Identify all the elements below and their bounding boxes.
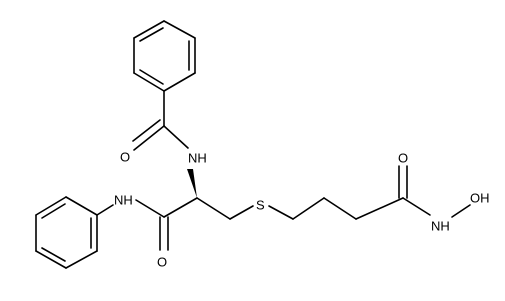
atom-o-anilide: O bbox=[157, 255, 167, 270]
anilide-carbonyl bbox=[96, 199, 169, 251]
wedge-bond bbox=[187, 169, 197, 198]
thioether-chain bbox=[229, 165, 471, 220]
atom-s-thioether: S bbox=[256, 198, 265, 213]
benzoyl-carbonyl bbox=[132, 90, 189, 151]
atom-nh-anilide: NH bbox=[114, 193, 133, 208]
atom-oh-hydroxamic: OH bbox=[470, 191, 490, 206]
atom-o-hydroxamic: O bbox=[398, 151, 408, 166]
alpha-carbon-bonds bbox=[163, 169, 231, 220]
atom-o-benzoyl: O bbox=[120, 150, 130, 165]
atom-nh-amide: NH bbox=[188, 151, 207, 166]
atom-nh-hydroxamic: NH bbox=[431, 219, 450, 234]
benzoyl-phenyl-ring bbox=[133, 20, 196, 92]
anilide-phenyl-ring bbox=[35, 196, 98, 269]
atom-labels: NH O NH O S O NH OH bbox=[114, 150, 490, 270]
